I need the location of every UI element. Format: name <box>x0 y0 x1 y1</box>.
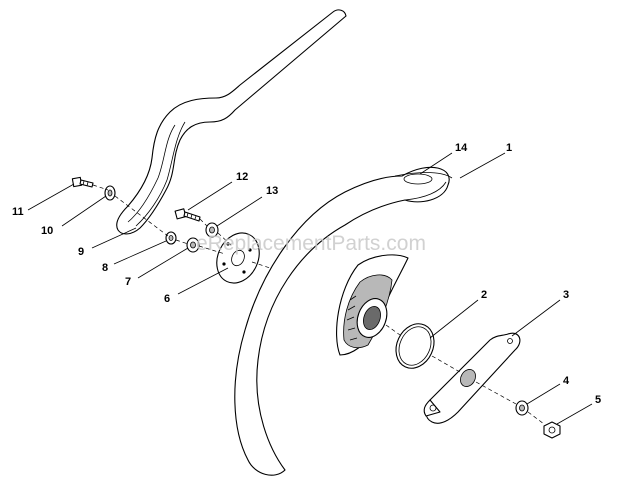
callout-7[interactable]: 7 <box>125 276 131 288</box>
screw-11[interactable] <box>71 176 94 188</box>
washer-8[interactable] <box>165 231 177 245</box>
washer-13[interactable] <box>205 222 219 238</box>
leader-lines <box>27 152 593 425</box>
callout-3[interactable]: 3 <box>563 289 569 301</box>
callout-8[interactable]: 8 <box>102 262 108 274</box>
callout-6[interactable]: 6 <box>164 293 170 305</box>
callout-4[interactable]: 4 <box>563 375 570 387</box>
callout-9[interactable]: 9 <box>78 246 84 258</box>
nut-5[interactable] <box>543 421 561 439</box>
assembly-axes <box>92 184 545 425</box>
callout-5[interactable]: 5 <box>595 394 601 406</box>
callout-2[interactable]: 2 <box>481 289 487 301</box>
o-ring[interactable] <box>389 318 441 375</box>
watermark: eReplacementParts.com <box>196 232 426 255</box>
washer-10[interactable] <box>104 185 116 201</box>
callout-numbers: 1 2 3 4 5 6 7 8 9 10 11 12 13 14 <box>12 142 601 406</box>
callout-11[interactable]: 11 <box>12 206 24 218</box>
callout-10[interactable]: 10 <box>41 225 53 237</box>
callout-1[interactable]: 1 <box>506 142 512 154</box>
callout-12[interactable]: 12 <box>236 171 248 183</box>
washer-7[interactable] <box>186 237 200 253</box>
callout-14[interactable]: 14 <box>455 142 468 154</box>
guard-body[interactable] <box>234 166 453 476</box>
handle-bracket[interactable] <box>116 9 347 235</box>
callout-13[interactable]: 13 <box>266 185 278 197</box>
bolt-12[interactable] <box>174 208 201 222</box>
cover-plate[interactable] <box>423 332 521 424</box>
washer-4[interactable] <box>515 400 529 416</box>
